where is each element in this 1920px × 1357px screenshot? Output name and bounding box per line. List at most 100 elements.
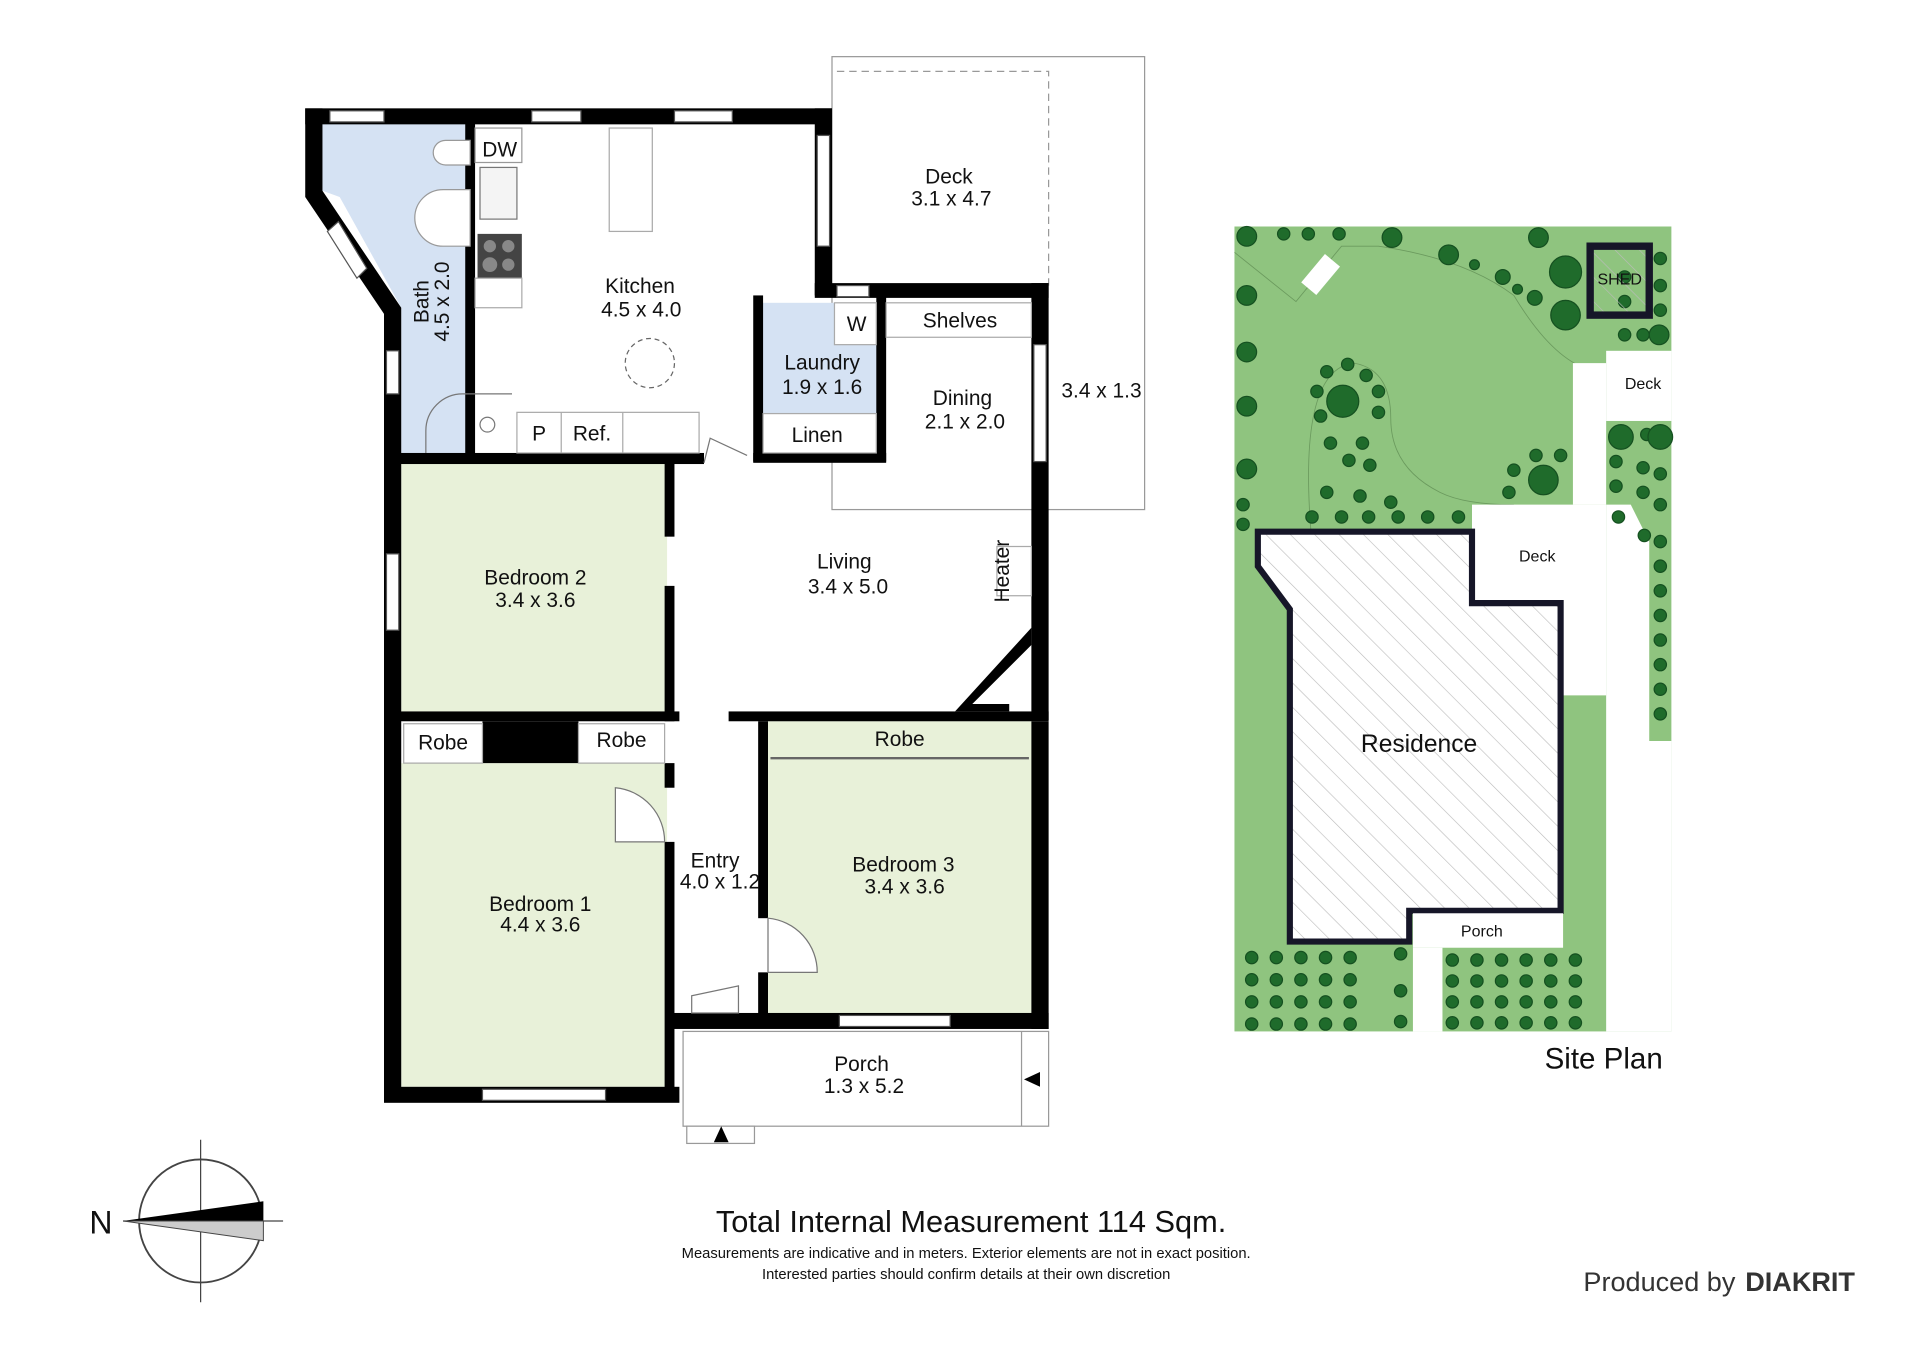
living-size: 3.4 x 5.0 (808, 575, 888, 598)
tree-icon (1318, 950, 1333, 965)
tree-icon (1320, 485, 1334, 500)
deck-side-size: 3.4 x 1.3 (1061, 380, 1141, 403)
tree-icon (1636, 328, 1650, 342)
entry-label: Entry (691, 850, 740, 873)
porch-area (682, 1030, 1050, 1127)
tree-icon (1470, 995, 1484, 1009)
tree-icon (1568, 953, 1583, 967)
bench-icon (1301, 254, 1341, 295)
entry-arrow-icon (1024, 1072, 1040, 1087)
tree-icon (1568, 974, 1583, 988)
tree-icon (1294, 1017, 1308, 1031)
tree-icon (1393, 947, 1408, 961)
tree-icon (1326, 384, 1360, 418)
tree-icon (1445, 995, 1460, 1009)
tree-icon (1355, 436, 1370, 450)
tree-icon (1244, 995, 1259, 1009)
tree-icon (1636, 485, 1650, 500)
bedroom1-label: Bedroom 1 (489, 893, 591, 916)
laundry-size: 1.9 x 1.6 (782, 376, 862, 399)
island-bench (608, 127, 653, 233)
compass-icon: N (89, 1139, 284, 1303)
tree-icon (1363, 458, 1377, 473)
tree-icon (1653, 608, 1668, 623)
tree-icon (1276, 227, 1291, 241)
shower-icon (425, 393, 512, 453)
deck-dashed-edge (836, 70, 1050, 286)
tree-icon (1648, 324, 1670, 346)
trees (1236, 225, 1674, 1031)
fixtures (403, 127, 1032, 1014)
bath-label: Bath (410, 280, 433, 323)
tree-icon (1653, 559, 1668, 573)
tree-icon (1294, 950, 1308, 965)
kitchen-label: Kitchen (605, 275, 675, 298)
tree-icon (1637, 528, 1652, 543)
porch-size: 1.3 x 5.2 (824, 1075, 904, 1098)
tree-icon (1653, 278, 1668, 293)
tree-icon (1371, 405, 1386, 420)
tree-icon (1550, 299, 1581, 331)
tree-icon (1381, 227, 1403, 249)
shed-label: SHED (1597, 271, 1641, 288)
site-deck-upper (1606, 350, 1672, 421)
tree-icon (1451, 510, 1466, 524)
brand-logo: DIAKRIT (1745, 1266, 1855, 1297)
tree-icon (1608, 424, 1634, 450)
pantry-label: P (532, 423, 546, 446)
tree-icon (1420, 510, 1435, 524)
toilet-icon (432, 139, 471, 166)
tree-icon (1391, 510, 1405, 524)
windows (326, 110, 1047, 1101)
tree-icon (1653, 303, 1668, 317)
tree-icon (1568, 1016, 1583, 1030)
door-swing (703, 437, 748, 463)
robe-label: Robe (597, 729, 647, 752)
tree-icon (1519, 995, 1533, 1009)
tree-icon (1353, 489, 1367, 503)
tree-icon (1438, 244, 1460, 266)
tree-icon (1244, 972, 1259, 987)
tree-icon (1318, 1017, 1333, 1031)
deck-label: Deck (925, 165, 973, 188)
tree-icon (1445, 953, 1460, 967)
tree-icon (1244, 1017, 1259, 1031)
tree-icon (1294, 995, 1308, 1009)
site-porch-label: Porch (1461, 924, 1503, 941)
tree-icon (1393, 984, 1408, 998)
robe-label: Robe (875, 728, 925, 751)
tree-icon (1323, 436, 1338, 450)
site-porch (1412, 913, 1564, 948)
tree-icon (1236, 341, 1258, 363)
washer-label: W (847, 313, 867, 336)
fridge-label: Ref. (573, 423, 611, 446)
bath-size: 4.5 x 2.0 (431, 261, 454, 341)
tree-icon (1236, 517, 1250, 532)
tree-icon (1529, 448, 1543, 463)
tree-icon (1236, 458, 1258, 480)
tree-icon (1544, 995, 1558, 1009)
tree-icon (1653, 497, 1668, 512)
tree-icon (1526, 289, 1543, 306)
tree-icon (1507, 463, 1521, 477)
living-label: Living (817, 551, 872, 574)
site-plan-title: Site Plan (1545, 1042, 1663, 1075)
tree-icon (1548, 255, 1583, 289)
bedroom3-label: Bedroom 3 (852, 853, 954, 876)
tree-icon (1343, 950, 1357, 965)
tree-icon (1528, 227, 1549, 249)
tree-icon (1494, 995, 1509, 1009)
tree-icon (1653, 657, 1668, 672)
robe-label: Robe (418, 732, 468, 755)
tree-icon (1269, 1017, 1284, 1031)
tree-icon (1568, 995, 1583, 1009)
tree-icon (1445, 1016, 1460, 1030)
total-measurement: Total Internal Measurement 114 Sqm. (716, 1204, 1226, 1239)
tree-icon (1636, 460, 1650, 475)
basin-icon (414, 188, 471, 247)
tree-icon (1393, 1014, 1408, 1029)
tree-icon (1269, 950, 1284, 965)
tree-icon (1528, 464, 1559, 496)
door-swing (614, 787, 666, 843)
tree-icon (1653, 633, 1668, 647)
